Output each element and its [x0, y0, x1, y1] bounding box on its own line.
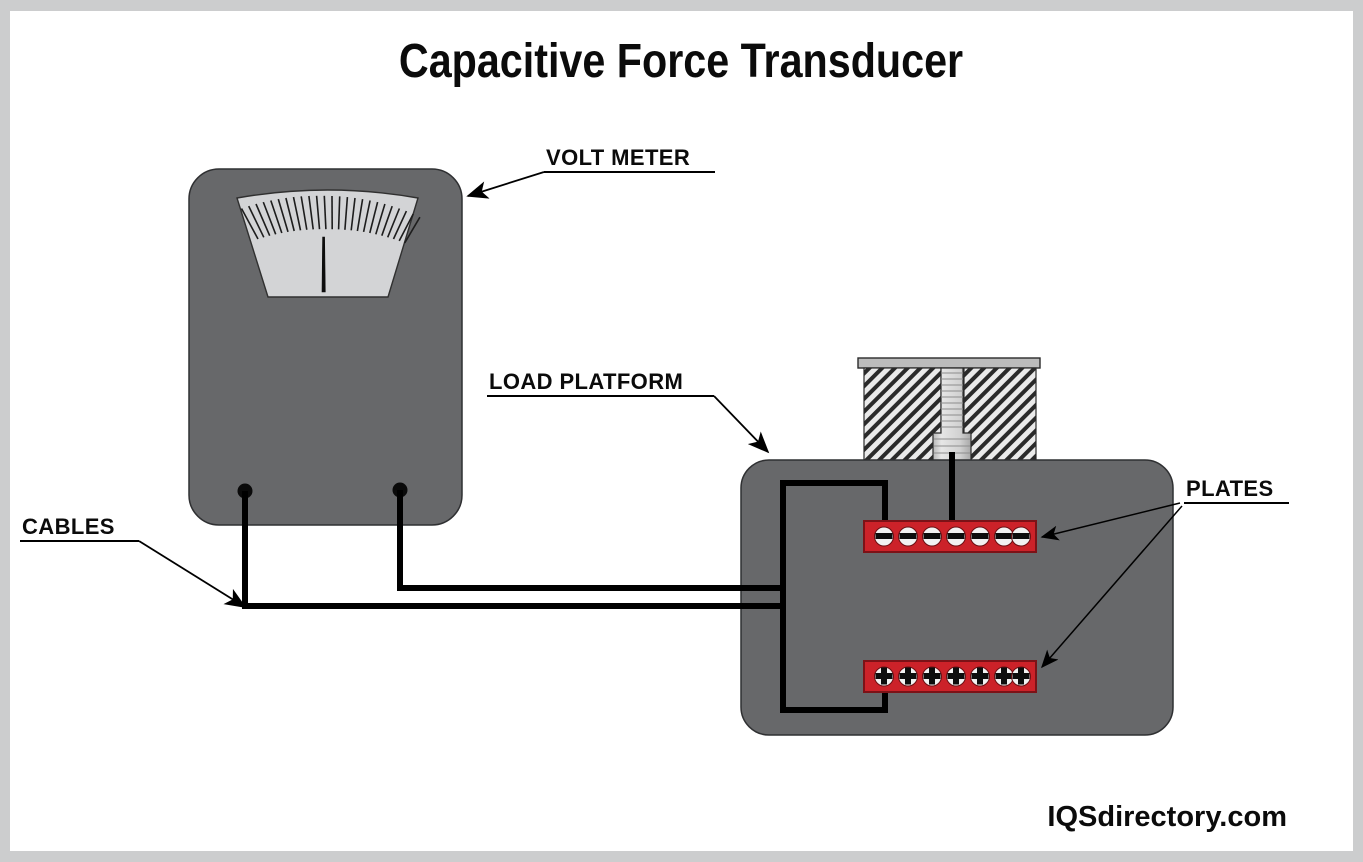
plates-leader-upper	[1040, 502, 1181, 541]
load-weight-block	[857, 357, 1041, 464]
volt-meter-assembly	[188, 168, 463, 526]
callout-cables: CABLES	[20, 514, 247, 608]
block-hatch-right	[963, 367, 1037, 464]
lower-plate	[863, 660, 1037, 693]
wire-to-upper-plate	[780, 480, 888, 606]
plates-label: PLATES	[1186, 476, 1274, 501]
cables-label: CABLES	[22, 514, 115, 539]
load-platform-leader	[713, 395, 770, 454]
block-cap-bar	[857, 357, 1041, 369]
gauge-face	[236, 189, 419, 298]
callout-plates: PLATES	[1040, 476, 1289, 669]
block-hatch-left	[863, 367, 942, 464]
page-title: Capacitive Force Transducer	[399, 34, 963, 88]
watermark-iqsdirectory: IQSdirectory.com	[1047, 801, 1287, 833]
plates-leader-lower	[1041, 505, 1183, 669]
upper-plate-holes	[874, 526, 1031, 547]
load-platform-body	[740, 459, 1174, 736]
cable-entry-stubs	[700, 585, 786, 713]
bolt-thread-lines	[934, 372, 970, 454]
lower-plate-holes	[874, 666, 1031, 687]
gauge-needle	[321, 236, 326, 293]
upper-plate	[863, 520, 1037, 553]
cables-leader	[138, 540, 247, 608]
load-platform-label: LOAD PLATFORM	[489, 369, 683, 394]
gauge-tick-marks	[240, 195, 421, 244]
callout-load-platform: LOAD PLATFORM	[487, 369, 770, 454]
volt-meter-label: VOLT METER	[546, 145, 690, 170]
volt-meter-leader	[466, 171, 545, 199]
callout-volt-meter: VOLT METER	[466, 145, 715, 199]
